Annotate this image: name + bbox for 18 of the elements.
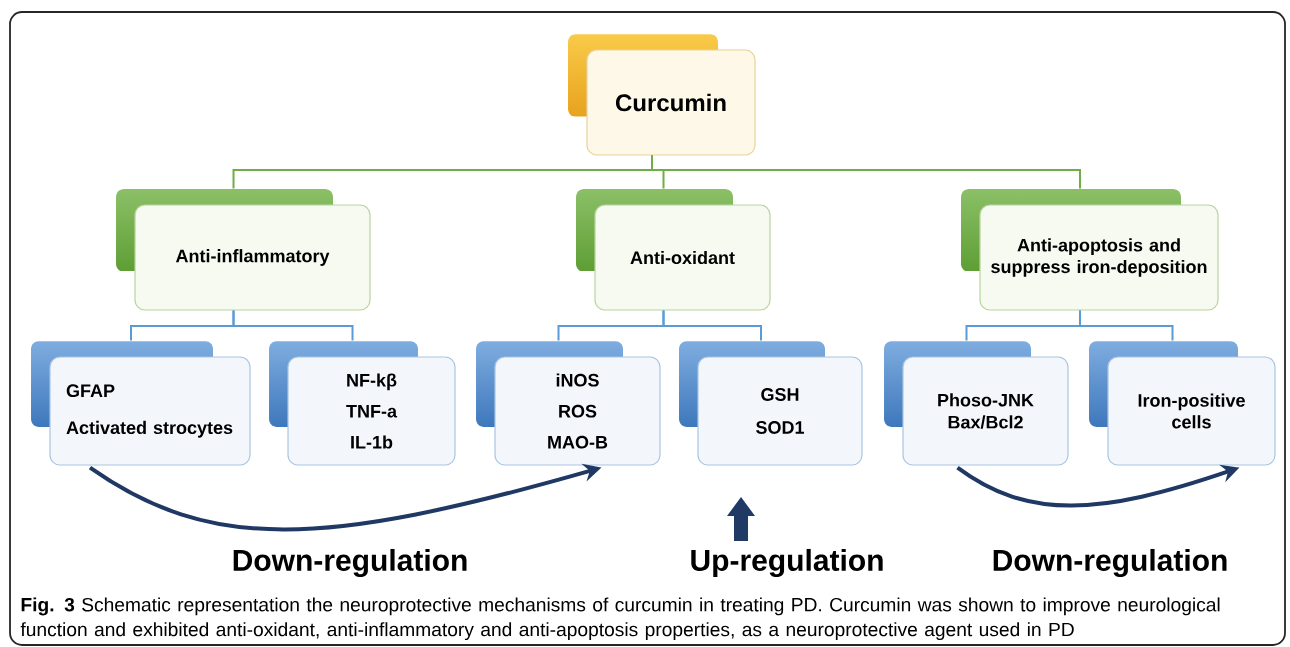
process-box: GSH SOD1 bbox=[697, 356, 863, 466]
process-box: Anti-oxidant bbox=[594, 204, 771, 311]
process-box: Anti-inflammatory bbox=[134, 204, 371, 311]
process-box: GFAP Activated strocytes bbox=[49, 356, 251, 466]
connector-line bbox=[662, 309, 762, 342]
regulation-label: Down-regulation bbox=[993, 548, 1227, 578]
regulation-label: Up-regulation bbox=[691, 548, 883, 578]
process-box: Iron-positive cells bbox=[1107, 356, 1276, 466]
process-box: NF-kβ TNF-a IL-1b bbox=[287, 356, 456, 466]
connector-line bbox=[232, 309, 354, 342]
figure-caption: Fig. 3 Schematic representation the neuroprotective mechanisms of curcumin in treating PD. Curcumin was shown to improve neurological function and exhibited anti-oxidant, anti-inflammatory and anti-apoptosis properties, as a neuroprotective agent used in PD bbox=[20, 597, 1220, 641]
process-box: Phoso-JNK Bax/Bcl2 bbox=[902, 356, 1069, 466]
process-box: Curcumin bbox=[586, 49, 756, 156]
regulation-label: Down-regulation bbox=[233, 548, 467, 578]
process-box: Anti-apoptosis and suppress iron-deposition bbox=[979, 204, 1219, 311]
process-box: iNOS ROS MAO-B bbox=[494, 356, 661, 466]
connector-line bbox=[651, 154, 1081, 190]
connector-line bbox=[1079, 309, 1174, 342]
